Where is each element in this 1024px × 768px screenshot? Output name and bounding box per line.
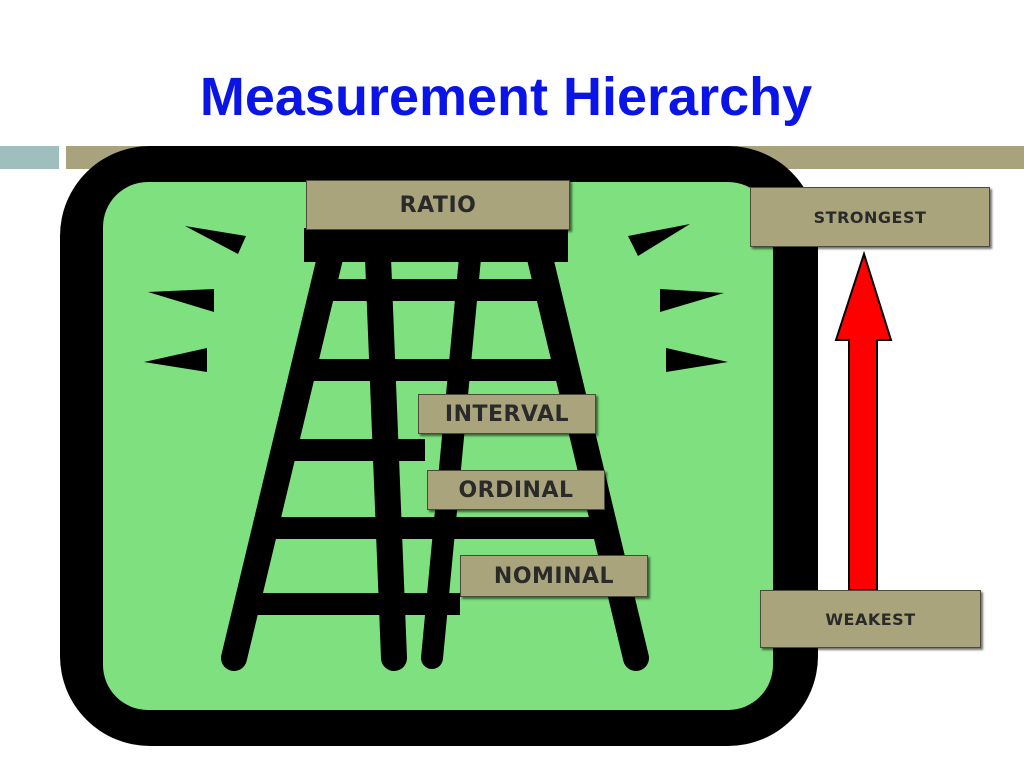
scale-label-strongest: STRONGEST <box>750 187 990 247</box>
level-label-ordinal: ORDINAL <box>427 470 605 510</box>
emphasis-mark <box>628 224 690 256</box>
emphasis-lines <box>144 224 728 372</box>
emphasis-mark <box>144 348 207 372</box>
level-label-interval: INTERVAL <box>418 394 596 434</box>
red-up-arrow-icon <box>834 250 893 591</box>
emphasis-mark <box>185 226 246 254</box>
accent-bar-left <box>0 146 59 169</box>
slide-title: Measurement Hierarchy <box>199 67 813 127</box>
emphasis-mark <box>148 289 214 312</box>
level-label-ratio: RATIO <box>306 180 570 230</box>
emphasis-mark <box>666 348 728 372</box>
level-label-nominal: NOMINAL <box>460 555 648 597</box>
emphasis-mark <box>660 289 724 312</box>
scale-label-weakest: WEAKEST <box>760 590 981 648</box>
